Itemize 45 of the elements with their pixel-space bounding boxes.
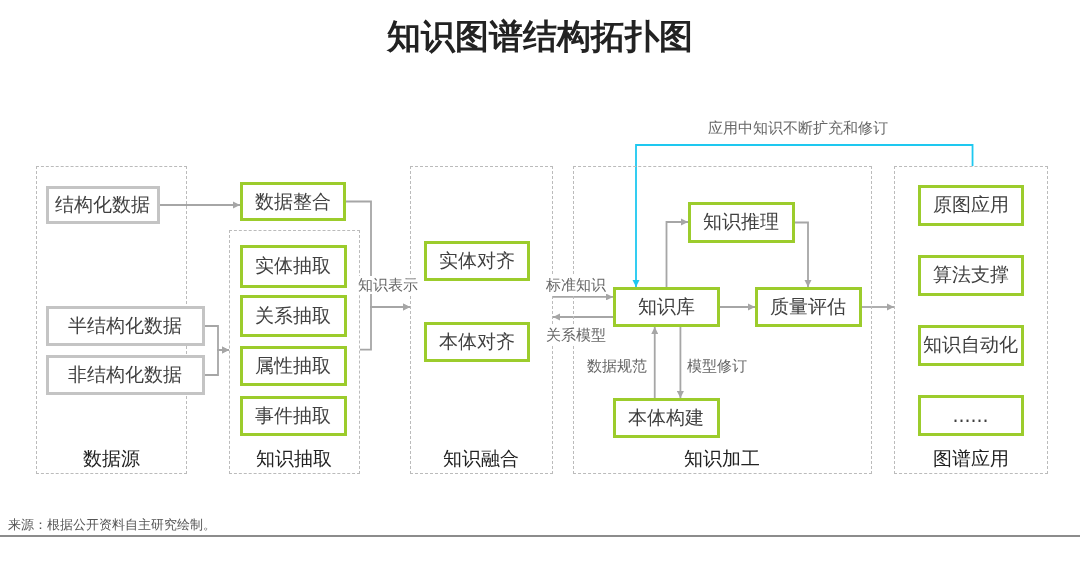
edge-label: 模型修订 — [686, 357, 748, 375]
arrow — [552, 293, 614, 301]
process-box: 知识推理 — [687, 201, 795, 243]
process-box: 算法支撑 — [917, 254, 1024, 296]
process-box: 本体对齐 — [423, 321, 530, 362]
edge-label: 标准知识 — [545, 276, 607, 294]
process-box: 关系抽取 — [239, 294, 347, 337]
edge-label: 知识表示 — [357, 276, 419, 294]
process-box: 结构化数据 — [45, 185, 160, 224]
edge-label: 应用中知识不断扩充和修订 — [707, 119, 889, 137]
arrow — [204, 346, 230, 376]
arrow — [665, 218, 689, 288]
arrow — [719, 303, 756, 311]
process-box: 知识自动化 — [917, 324, 1024, 366]
source-note: 来源：根据公开资料自主研究绘制。 — [8, 516, 216, 534]
group-heading: 图谱应用 — [931, 446, 1010, 471]
arrow — [651, 326, 659, 399]
process-box: 数据整合 — [240, 182, 346, 221]
arrow — [159, 201, 241, 209]
arrow — [359, 303, 411, 351]
process-box: 质量评估 — [754, 286, 862, 327]
group-heading: 知识加工 — [683, 446, 761, 471]
process-box: 半结构化数据 — [45, 305, 205, 346]
group-panel — [229, 230, 360, 474]
process-box: 实体抽取 — [239, 244, 347, 288]
process-box: 知识库 — [612, 286, 720, 327]
process-box: 原图应用 — [917, 184, 1024, 226]
title: 知识图谱结构拓扑图 — [387, 16, 693, 56]
process-box: ...... — [917, 394, 1024, 436]
group-heading: 数据源 — [81, 446, 141, 471]
arrow — [632, 144, 974, 288]
arrow — [794, 221, 812, 288]
group-panel — [894, 166, 1048, 474]
process-box: 本体构建 — [612, 397, 720, 438]
edge-label: 数据规范 — [586, 357, 648, 375]
arrow — [861, 303, 895, 311]
process-box: 属性抽取 — [239, 345, 347, 386]
process-box: 事件抽取 — [239, 395, 347, 436]
edge-label: 关系模型 — [545, 326, 607, 344]
process-box: 非结构化数据 — [45, 354, 205, 395]
group-heading: 知识抽取 — [255, 446, 333, 471]
process-box: 实体对齐 — [423, 240, 530, 281]
arrow — [552, 313, 614, 321]
arrow — [676, 326, 684, 399]
group-heading: 知识融合 — [442, 446, 520, 471]
